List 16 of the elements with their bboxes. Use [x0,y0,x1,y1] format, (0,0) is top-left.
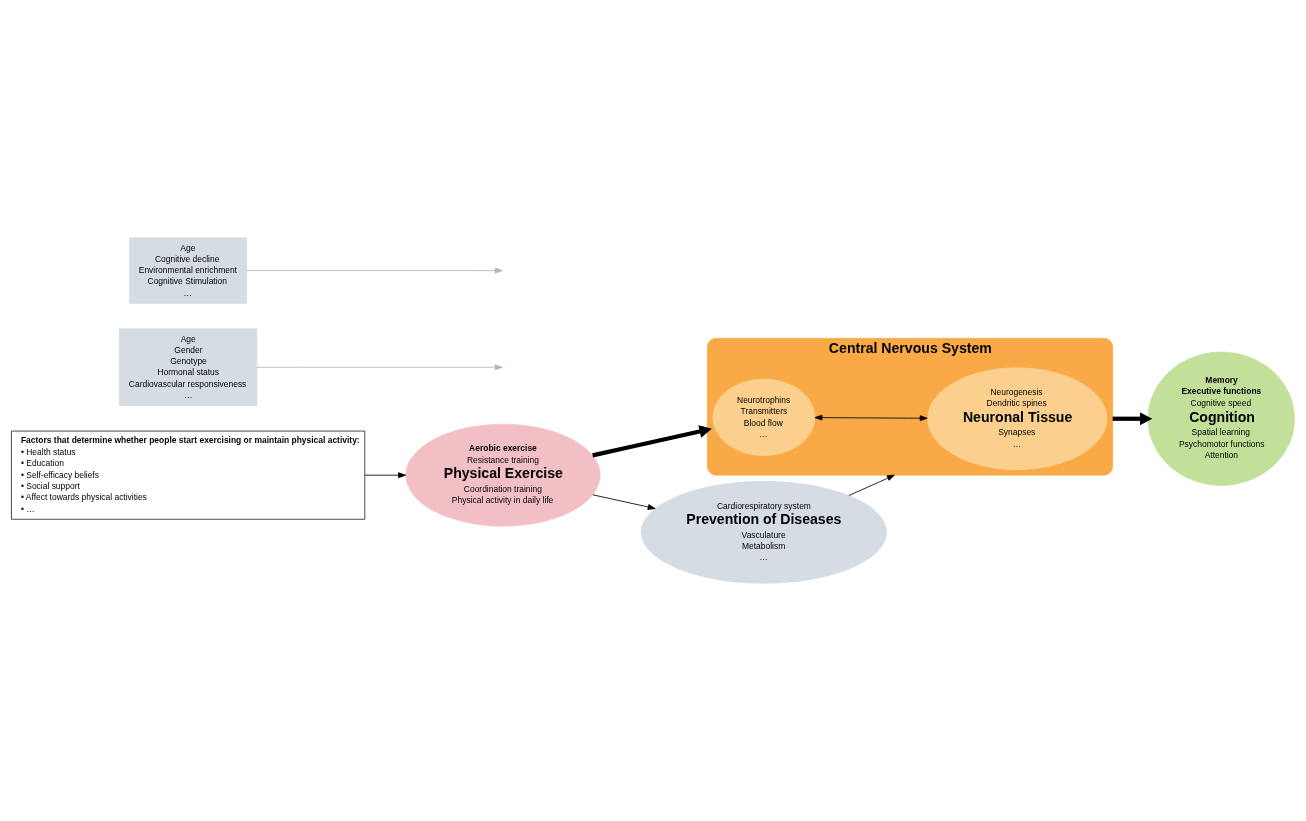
node-box: Factors that determine whether people start exercising or maintain physical activity: • Health status • Education • Self-efficacy beliefs • Social support • Affect towards physical activities • … [11,430,366,520]
arrow [256,364,503,371]
node-ellipse: Neurotrophins Transmitters Blood flow … [712,378,816,457]
arrow [814,414,928,422]
node-ellipse: Neurogenesis Dendritic spines Neuronal Tissue Synapses … [927,367,1108,471]
node-circle: Memory Executive functions Cognitive speed Cognition Spatial learning Psychomotor functions Attention [1147,351,1295,486]
arrow [1112,412,1153,426]
node-ellipse: Aerobic exercise Resistance training Physical Exercise Coordination training Physical activity in daily life [405,423,601,527]
arrow [592,425,712,458]
node-ellipse: Cardiorespiratory system Prevention of Diseases Vasculature Metabolism … [640,481,887,584]
node-box: Age Gender Genotype Hormonal status Cardiovascular responsiveness … [119,328,258,407]
arrow [246,267,503,274]
arrow [592,494,656,510]
node-box: Age Cognitive decline Environmental enrichment Cognitive Stimulation … [129,237,248,304]
arrow [364,472,406,479]
arrow [848,474,895,496]
